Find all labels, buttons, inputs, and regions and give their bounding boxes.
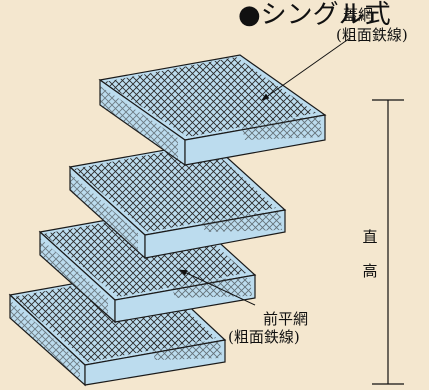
lid-net-leader-arrow	[261, 37, 351, 101]
front-net-material-label: (粗面鉄線)	[228, 328, 300, 346]
lid-net-material-label: (粗面鉄線)	[336, 26, 408, 44]
gabion-tier-4	[98, 54, 327, 167]
height-label: 直高	[362, 228, 378, 280]
height-dimension-line	[372, 99, 404, 385]
front-net-label: 前平網	[263, 310, 309, 328]
front-net-leader-arrow	[179, 269, 256, 306]
lid-net-mesh	[104, 57, 316, 137]
gabion-tier-3	[68, 141, 287, 260]
figure-title: ●シングル式	[238, 0, 391, 30]
lid-net-label: 蓋網	[343, 6, 374, 24]
